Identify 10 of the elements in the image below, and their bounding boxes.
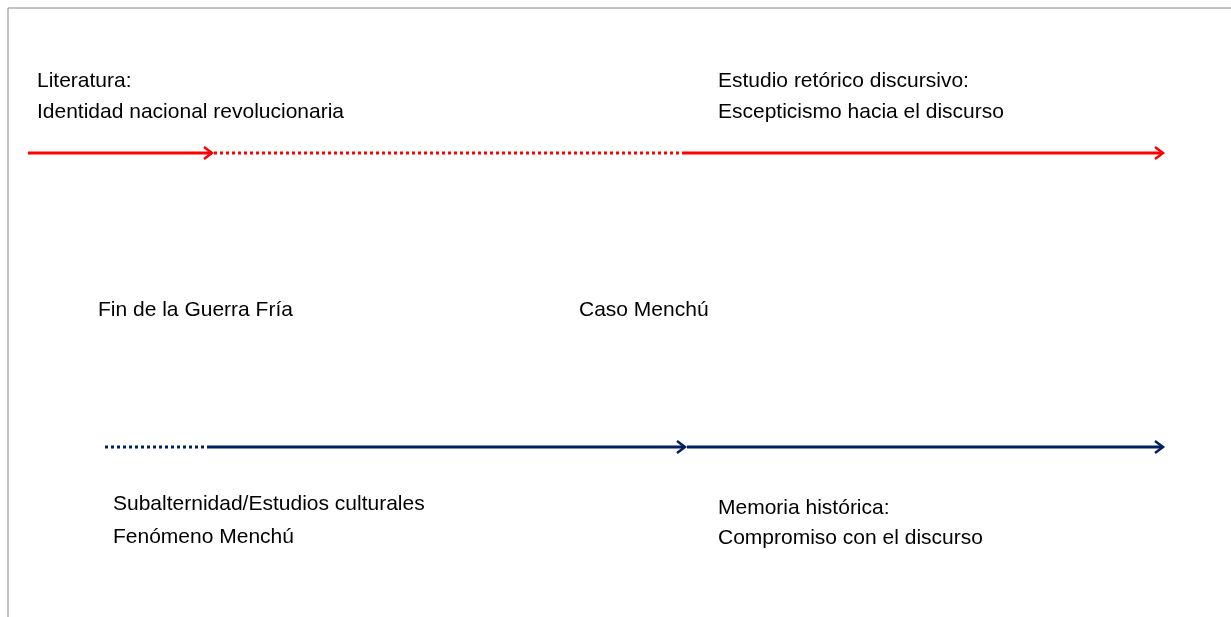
timeline-label: Memoria histórica: — [718, 494, 890, 520]
timeline-label: Subalternidad/Estudios culturales — [113, 490, 425, 516]
timeline-label: Escepticismo hacia el discurso — [718, 98, 1004, 124]
timeline-label: Compromiso con el discurso — [718, 524, 983, 550]
timeline-label: Identidad nacional revolucionaria — [37, 98, 345, 124]
timeline-label: Literatura: — [37, 67, 132, 93]
timeline-label: Estudio retórico discursivo: — [718, 67, 969, 93]
timeline-label: Fin de la Guerra Fría — [98, 296, 293, 322]
timeline-label: Caso Menchú — [579, 296, 709, 322]
timeline-label: Fenómeno Menchú — [113, 523, 294, 549]
